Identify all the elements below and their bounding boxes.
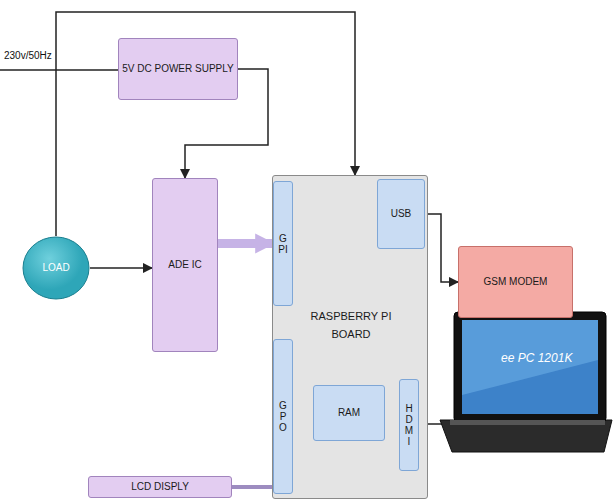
ic-box: ADE IC — [152, 178, 218, 352]
node-text: HDMI — [404, 403, 414, 447]
wire-connector — [425, 214, 458, 282]
node-text: GPO — [278, 400, 288, 433]
board-title: RASPBERRY PI BOARD — [293, 306, 409, 342]
screen-label: ee PC 1201K — [500, 352, 573, 366]
port-box: USB — [377, 179, 425, 249]
port-box: GPI — [273, 181, 293, 306]
board-box: RASPBERRY PI BOARD GPI USB GPO RAM HDMI — [272, 175, 428, 499]
node-text: USB — [391, 208, 412, 220]
display-box: LCD DISPLY — [88, 476, 232, 498]
node-text: LCD DISPLY — [131, 481, 189, 493]
supply-label: 230v/50Hz — [3, 50, 53, 62]
node-text: 5V DC POWER SUPPLY — [122, 63, 234, 75]
mains-wire — [0, 69, 118, 71]
port-box: HDMI — [399, 379, 419, 471]
node-text: RASPBERRY PI BOARD — [311, 310, 392, 340]
wire-connector — [232, 485, 273, 489]
load-circle: LOAD — [22, 236, 90, 300]
wire-connector — [90, 267, 152, 269]
node-text: RAM — [338, 407, 360, 419]
port-box: GPO — [273, 339, 293, 494]
node-text: GPI — [278, 233, 288, 255]
modem-box: GSM MODEM — [458, 246, 573, 318]
power-supply-box: 5V DC POWER SUPPLY — [118, 38, 238, 100]
bus-arrow — [218, 239, 273, 248]
memory-box: RAM — [313, 385, 385, 441]
node-text: LOAD — [42, 262, 69, 274]
laptop — [440, 312, 612, 452]
node-text: ADE IC — [168, 259, 201, 271]
node-text: GSM MODEM — [484, 276, 548, 288]
